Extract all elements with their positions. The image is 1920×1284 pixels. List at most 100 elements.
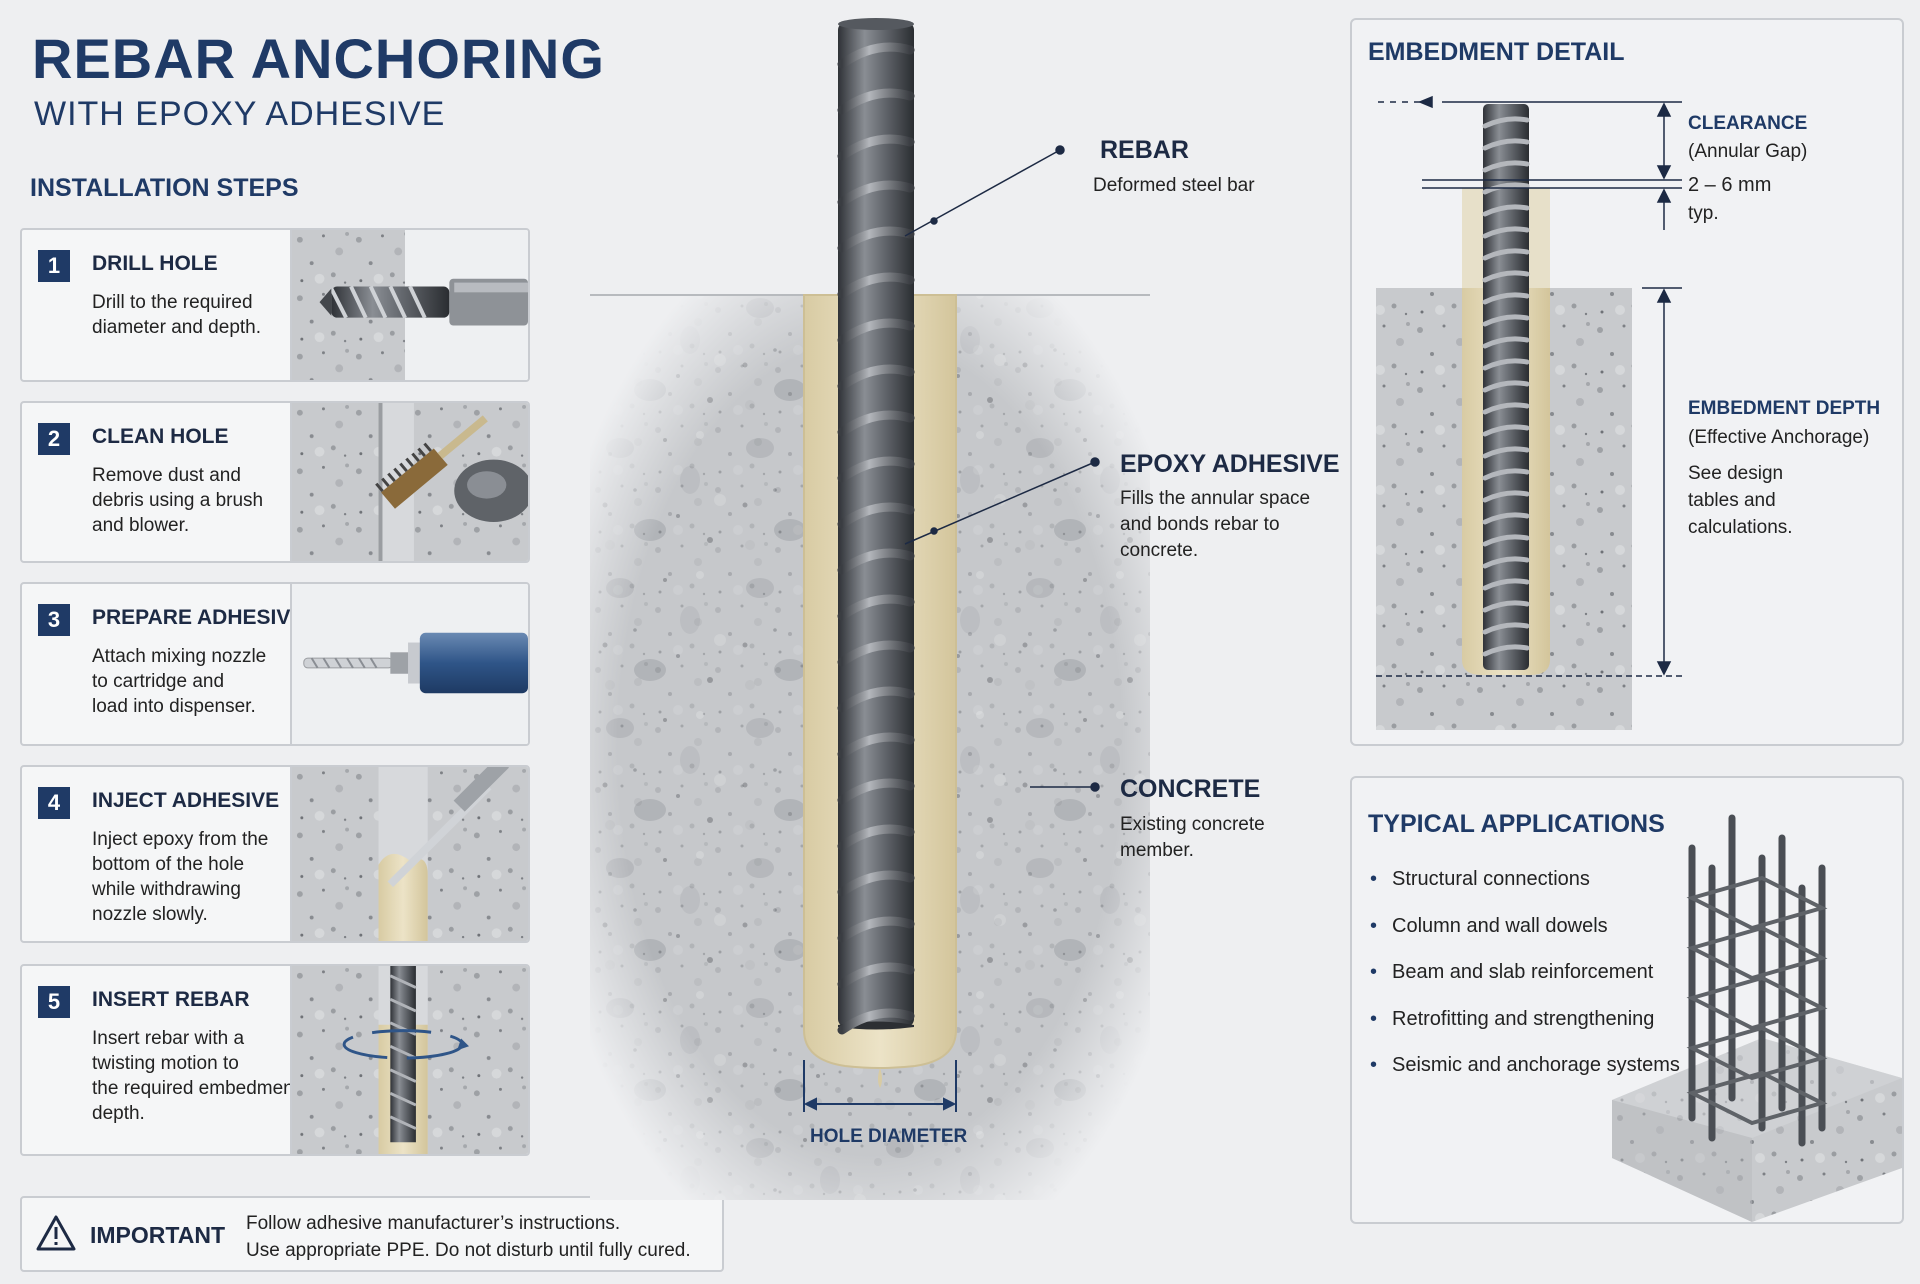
- rebar-callout-desc: Deformed steel bar: [1093, 175, 1255, 196]
- important-text: Follow adhesive manufacturer’s instructi…: [246, 1213, 691, 1261]
- important-label: IMPORTANT: [90, 1222, 226, 1248]
- step-title: INJECT ADHESIVE: [92, 789, 280, 812]
- rebar-rib: [837, 42, 915, 69]
- rebar-rib: [837, 640, 915, 667]
- clearance-value: 2 – 6 mm: [1688, 174, 1772, 196]
- hole-diameter-label: HOLE DIAMETER: [810, 1126, 968, 1147]
- rebar-rib: [837, 594, 915, 621]
- rebar-rib: [837, 778, 915, 805]
- rebar-rib: [837, 962, 915, 989]
- rebar-rib: [1482, 292, 1530, 305]
- list-item: •Retrofitting and strengthening: [1370, 1007, 1655, 1030]
- rebar-rib: [837, 410, 915, 437]
- rebar-rib: [837, 548, 915, 575]
- rebar-ribs: [837, 42, 915, 1035]
- rebar-rib: [837, 318, 915, 345]
- rebar-rib: [837, 1008, 915, 1035]
- rebar-rib: [1482, 512, 1530, 525]
- brush-blower-illustration: [290, 403, 528, 561]
- embedment-depth-subtitle: (Effective Anchorage): [1688, 427, 1870, 448]
- clearance-subtitle: (Annular Gap): [1688, 141, 1808, 162]
- rebar-rib: [1482, 270, 1530, 283]
- list-item: •Structural connections: [1370, 868, 1590, 890]
- embedment-diagram: [1376, 95, 1682, 730]
- rebar-rib: [837, 88, 915, 115]
- rebar-rib: [1482, 578, 1530, 591]
- rebar-cage-illustration: [1612, 814, 1902, 1222]
- applications-heading: TYPICAL APPLICATIONS: [1368, 810, 1665, 838]
- drill-illustration: [290, 230, 528, 380]
- cartridge-illustration: [290, 584, 528, 744]
- insert-rebar-illustration: [290, 966, 528, 1154]
- step-number: 3: [38, 604, 70, 636]
- page-title: REBAR ANCHORING: [32, 27, 605, 90]
- rebar-rib: [1482, 226, 1530, 239]
- hole-diameter-dimension: [803, 1060, 957, 1112]
- rebar-rib: [837, 134, 915, 161]
- rebar-rib: [837, 502, 915, 529]
- installation-steps-heading: INSTALLATION STEPS: [30, 174, 299, 202]
- rebar-rib: [1482, 402, 1530, 415]
- rebar-rib: [837, 226, 915, 253]
- step-title: DRILL HOLE: [92, 252, 218, 275]
- page-subtitle: WITH EPOXY ADHESIVE: [34, 95, 446, 133]
- typical-applications-panel: TYPICAL APPLICATIONS •Structural connect…: [1350, 776, 1904, 1224]
- step-title: PREPARE ADHESIVE: [92, 606, 305, 629]
- rebar-rib: [837, 686, 915, 713]
- main-anchor-diagram: [590, 18, 1150, 1200]
- rebar-rib: [1482, 116, 1530, 129]
- rebar-rib: [1482, 424, 1530, 437]
- rebar-rib: [837, 272, 915, 299]
- callout-leaders: [904, 145, 1100, 792]
- rebar-rib: [837, 180, 915, 207]
- rebar-rib: [1482, 644, 1530, 657]
- concrete-callout-title: CONCRETE: [1120, 775, 1261, 803]
- rebar-rib: [1482, 182, 1530, 195]
- rebar-rib: [1482, 468, 1530, 481]
- list-item: •Seismic and anchorage systems: [1370, 1054, 1680, 1076]
- rebar-rib: [1482, 490, 1530, 503]
- embedment-detail-heading: EMBEDMENT DETAIL: [1368, 38, 1625, 66]
- list-item: •Column and wall dowels: [1370, 914, 1608, 937]
- rebar-rib: [1482, 248, 1530, 261]
- rebar-rib: [1482, 314, 1530, 327]
- rebar-rib: [837, 364, 915, 391]
- rebar-rib: [1482, 336, 1530, 349]
- epoxy-callout-title: EPOXY ADHESIVE: [1120, 450, 1340, 478]
- rebar-rib: [1482, 358, 1530, 371]
- rebar-rib: [1482, 622, 1530, 635]
- embedment-depth-title: EMBEDMENT DEPTH: [1688, 398, 1881, 419]
- rebar-rib: [837, 916, 915, 943]
- rebar-callout-title: REBAR: [1100, 136, 1189, 164]
- step-title: INSERT REBAR: [92, 988, 250, 1011]
- rebar-rib: [1482, 138, 1530, 151]
- rebar-rib: [1482, 160, 1530, 173]
- rebar-rib: [1482, 534, 1530, 547]
- rebar-rib: [1482, 600, 1530, 613]
- rebar-rib: [837, 824, 915, 851]
- rebar-rib: [1482, 556, 1530, 569]
- clearance-title: CLEARANCE: [1688, 113, 1808, 134]
- clearance-typ: typ.: [1688, 203, 1719, 224]
- important-notice: IMPORTANT Follow adhesive manufacturer’s…: [20, 1196, 724, 1272]
- warning-icon: [36, 1215, 76, 1251]
- rebar-rib: [837, 870, 915, 897]
- step-number: 1: [38, 250, 70, 282]
- applications-list: •Structural connections •Column and wall…: [1370, 856, 1680, 1089]
- rebar-rib: [1482, 380, 1530, 393]
- rebar-rib: [837, 456, 915, 483]
- step-number: 2: [38, 423, 70, 455]
- list-item: •Beam and slab reinforcement: [1370, 961, 1654, 983]
- step-number: 4: [38, 787, 70, 819]
